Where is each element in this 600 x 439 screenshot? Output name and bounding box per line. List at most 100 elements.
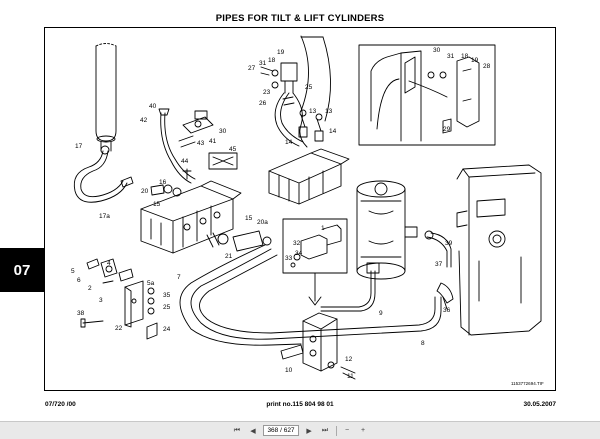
footer-doc-code: 07/720 /00 <box>45 401 76 408</box>
callout-19: 19 <box>277 49 285 56</box>
hydraulic-tank <box>456 164 542 336</box>
callout-7: 7 <box>177 274 181 281</box>
callout-18b: 18 <box>461 53 469 60</box>
callout-6: 6 <box>77 277 81 284</box>
callout-28: 28 <box>483 63 491 70</box>
callout-25: 25 <box>305 84 313 91</box>
callout-18: 18 <box>268 57 276 64</box>
mounting-bracket <box>280 312 356 380</box>
callout-17: 17 <box>75 143 83 150</box>
callout-labels: 19 18 31 27 23 26 25 13 13 14 14 40 42 3… <box>71 47 544 386</box>
detail-45 <box>208 152 238 170</box>
pipe-9 <box>320 262 380 312</box>
callout-36: 36 <box>443 307 451 314</box>
callout-10: 10 <box>285 367 293 374</box>
callout-37: 37 <box>435 261 443 268</box>
long-pipes-7-8 <box>179 244 442 346</box>
callout-25b: 25 <box>163 304 171 311</box>
callout-13: 13 <box>309 108 317 115</box>
callout-38: 38 <box>77 310 85 317</box>
pipe-40 <box>158 108 196 184</box>
callout-20a: 20a <box>257 219 268 226</box>
first-page-icon[interactable]: ⏮ <box>233 426 241 434</box>
exploded-parts-diagram: 19 18 31 27 23 26 25 13 13 14 14 40 42 3… <box>71 35 544 386</box>
fitting-cluster-30 <box>178 110 214 148</box>
callout-13b: 13 <box>325 108 333 115</box>
callout-32: 32 <box>293 240 301 247</box>
callout-12: 12 <box>345 356 353 363</box>
zoom-in-icon[interactable]: + <box>361 427 366 434</box>
callout-29: 29 <box>443 126 451 133</box>
callout-31b: 31 <box>447 53 455 60</box>
callout-15b: 15 <box>245 215 253 222</box>
callout-44: 44 <box>181 158 189 165</box>
callout-24: 24 <box>163 326 171 333</box>
page-number-field[interactable]: 368 / 627 <box>263 425 299 436</box>
callout-20: 20 <box>141 188 149 195</box>
footer-date: 30.05.2007 <box>523 401 556 408</box>
callout-14: 14 <box>329 128 337 135</box>
callout-4: 4 <box>107 260 111 267</box>
callout-5a: 5a <box>147 280 155 287</box>
fitting-44 <box>182 168 192 180</box>
callout-41: 41 <box>209 138 217 145</box>
callout-43: 43 <box>197 140 205 147</box>
inset-clamp-box <box>282 218 348 274</box>
callout-16: 16 <box>159 179 167 186</box>
callout-3: 3 <box>99 297 103 304</box>
callout-14b: 14 <box>285 139 293 146</box>
callout-2: 2 <box>88 285 92 292</box>
bolt-38 <box>80 318 104 328</box>
image-reference: 1153772694.TIF <box>511 381 544 386</box>
callout-9: 9 <box>379 310 383 317</box>
callout-11: 11 <box>347 373 354 380</box>
callout-23: 23 <box>263 89 271 96</box>
callout-30b: 30 <box>433 47 441 54</box>
page-title: PIPES FOR TILT & LIFT CYLINDERS <box>215 13 385 24</box>
callout-21: 21 <box>225 253 233 260</box>
callout-30: 30 <box>219 128 227 135</box>
callout-17a: 17a <box>99 213 110 220</box>
callout-34: 34 <box>295 250 303 257</box>
callout-27: 27 <box>248 65 256 72</box>
prev-page-icon[interactable]: ◀ <box>250 427 256 435</box>
viewer-toolbar: ⏮ ◀ 368 / 627 ▶ ⏭ − + <box>0 421 600 439</box>
zoom-out-icon[interactable]: − <box>345 427 350 434</box>
callout-31: 31 <box>259 60 267 67</box>
pipe-39 <box>424 230 454 310</box>
callout-8: 8 <box>421 340 425 347</box>
callout-39: 39 <box>445 240 453 247</box>
callout-22: 22 <box>115 325 123 332</box>
toolbar-divider <box>335 425 337 436</box>
fitting-20a <box>206 230 272 252</box>
clamp-parts-left <box>86 258 134 284</box>
accumulator-cylinder <box>95 43 117 152</box>
pump-motor <box>356 180 418 280</box>
footer-print-number: print no.115 804 98 01 <box>266 401 334 408</box>
valve-block-top <box>268 148 350 205</box>
callout-26: 26 <box>259 100 267 107</box>
callout-45: 45 <box>229 146 237 153</box>
pipes-23-26 <box>260 62 308 148</box>
diagram-frame: 19 18 31 27 23 26 25 13 13 14 14 40 42 3… <box>44 27 556 391</box>
inset-detail-box <box>358 44 496 146</box>
mast-outline <box>300 35 331 122</box>
detail-pointer <box>308 272 322 306</box>
callout-35: 35 <box>163 292 171 299</box>
callout-19b: 19 <box>471 57 479 64</box>
callout-42: 42 <box>140 117 148 124</box>
last-page-icon[interactable]: ⏭ <box>321 426 329 434</box>
callout-40: 40 <box>149 103 157 110</box>
section-tab: 07 <box>0 248 44 292</box>
valve-block-left <box>140 180 242 254</box>
callout-15: 15 <box>153 201 161 208</box>
callout-1: 1 <box>321 225 325 232</box>
next-page-icon[interactable]: ▶ <box>306 427 312 435</box>
callout-33: 33 <box>285 255 293 262</box>
callout-5: 5 <box>71 268 75 275</box>
hose-17 <box>73 145 134 203</box>
fittings-13-14 <box>298 109 324 142</box>
bracket-22 <box>124 280 158 340</box>
section-number: 07 <box>13 261 31 279</box>
